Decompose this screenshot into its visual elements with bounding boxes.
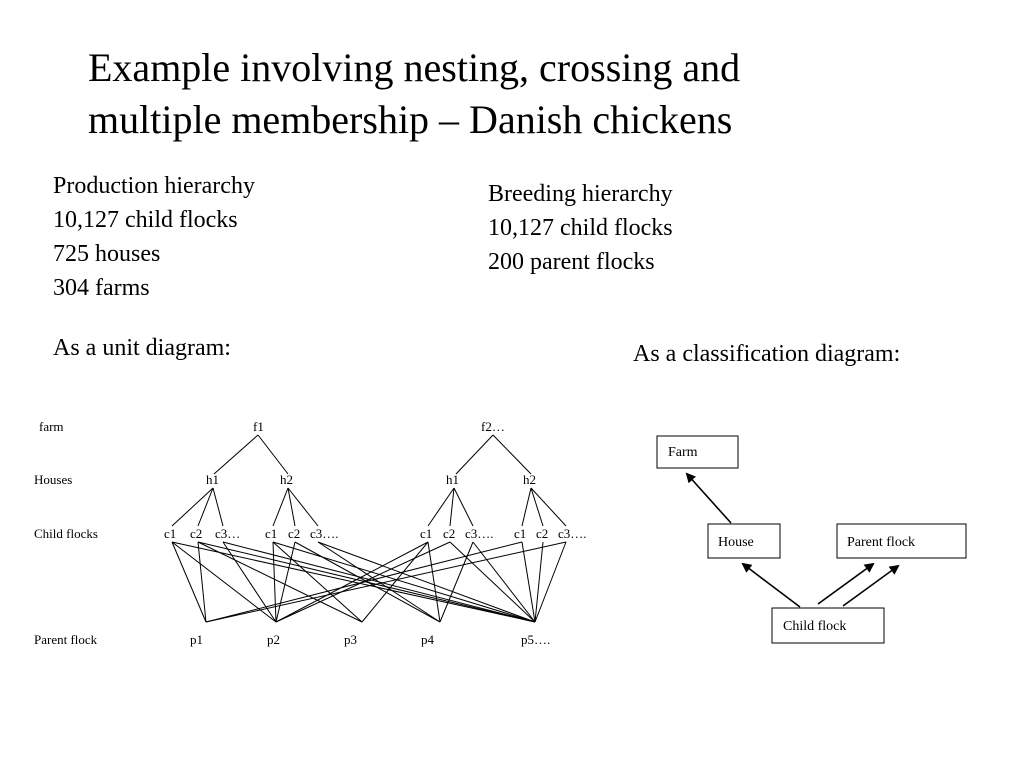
child-parent-edges [171,541,567,623]
child-node-10: c1 [514,526,526,541]
edge-h3-c3 [453,487,474,527]
edge-h1-c2 [197,487,214,527]
level-label-parent-flock: Parent flock [34,632,98,647]
slide-title: Example involving nesting, crossing and … [88,42,988,146]
production-houses: 725 houses [53,241,161,267]
edge-h1-c1 [171,487,214,527]
child-node-3: c3… [215,526,240,541]
edge-c12-p5 [534,541,567,623]
edge-c10-p5 [521,541,536,623]
edge-c4-p3 [272,541,363,623]
farm-node-1: f1 [253,419,264,434]
level-label-child-flocks: Child flocks [34,526,98,541]
edge-c6-p4 [317,541,441,623]
edge-f1-h1 [213,434,259,475]
house-child-edges [171,487,567,527]
edge-f2-h1 [455,434,494,475]
edge-c9-p4 [439,541,474,623]
edge-c11-p5 [534,541,544,623]
edge-c1-p5 [171,541,536,623]
edge-h3-c2 [449,487,455,527]
edge-c6-p5 [317,541,536,623]
child-node-2: c2 [190,526,202,541]
edge-f1-h2 [257,434,289,475]
edge-c7-p2 [275,541,429,623]
parent-flock-box: Parent flock [836,523,967,559]
parent-node-1: p1 [190,632,203,647]
edge-h3-c1 [427,487,455,527]
edge-c5-p2 [275,541,296,623]
farm-house-edges [213,434,532,475]
edge-c8-p5 [449,541,536,623]
parent-node-3: p3 [344,632,357,647]
edge-h1-c3 [212,487,224,527]
edge-h4-c2 [530,487,544,527]
house-box: House [707,523,781,559]
child-flock-box: Child flock [771,607,885,644]
child-node-7: c1 [420,526,432,541]
edge-h4-c3 [530,487,567,527]
edge-c4-p2 [272,541,277,623]
edge-h2-c3 [287,487,319,527]
farm-box-label: Farm [668,445,698,460]
edge-f2-h2 [492,434,532,475]
title-line-2: multiple membership – Danish chickens [88,97,733,142]
edge-c10-p1 [205,541,523,623]
parent-flock-box-label: Parent flock [847,535,915,550]
farm-box-border [656,435,739,469]
edge-c2-p3 [197,541,363,623]
farm-box: Farm [656,435,739,469]
edge-c5-p4 [294,541,441,623]
house-node-3: h1 [446,472,459,487]
house-node-1: h1 [206,472,219,487]
production-child-flocks: 10,127 child flocks [53,207,238,233]
parent-node-2: p2 [267,632,280,647]
arrow-child-to-parent-2 [842,564,900,607]
child-flock-box-label: Child flock [783,619,846,634]
edge-c9-p5 [472,541,536,623]
edge-c4-p5 [272,541,536,623]
arrow-child-to-house [741,562,801,608]
child-node-5: c2 [288,526,300,541]
edge-h4-c1 [521,487,532,527]
title-line-1: Example involving nesting, crossing and [88,45,741,90]
child-node-9: c3…. [465,526,494,541]
level-label-houses: Houses [34,472,72,487]
child-flock-box-border [771,607,885,644]
edge-c7-p4 [427,541,441,623]
breeding-hierarchy-stats: Breeding hierarchy 10,127 child flocks 2… [488,177,673,279]
arrow-child-to-parent-1 [817,562,875,605]
breeding-child-flocks: 10,127 child flocks [488,215,673,241]
house-box-border [707,523,781,559]
farm-node-2: f2… [481,419,505,434]
child-node-12: c3…. [558,526,587,541]
unit-diagram-caption: As a unit diagram: [53,335,231,361]
breeding-heading: Breeding hierarchy [488,181,673,207]
breeding-parent-flocks: 200 parent flocks [488,249,655,275]
child-node-4: c1 [265,526,277,541]
parent-node-4: p4 [421,632,435,647]
edge-h2-c1 [272,487,289,527]
level-label-farm: farm [39,419,64,434]
edge-c1-p1 [171,541,207,623]
edge-h2-c2 [287,487,296,527]
house-box-label: House [718,535,754,550]
production-farms: 304 farms [53,275,150,301]
edge-c12-p1 [205,541,567,623]
edge-c2-p1 [197,541,207,623]
child-node-11: c2 [536,526,548,541]
parent-node-5: p5…. [521,632,550,647]
house-node-2: h2 [280,472,293,487]
child-node-6: c3…. [310,526,339,541]
edge-c7-p3 [361,541,429,623]
child-node-1: c1 [164,526,176,541]
production-heading: Production hierarchy [53,173,255,199]
classification-diagram-caption: As a classification diagram: [633,341,901,367]
parent-flock-box-border [836,523,967,559]
child-node-8: c2 [443,526,455,541]
production-hierarchy-stats: Production hierarchy 10,127 child flocks… [53,169,255,305]
house-node-4: h2 [523,472,536,487]
arrow-house-to-farm [685,472,732,524]
